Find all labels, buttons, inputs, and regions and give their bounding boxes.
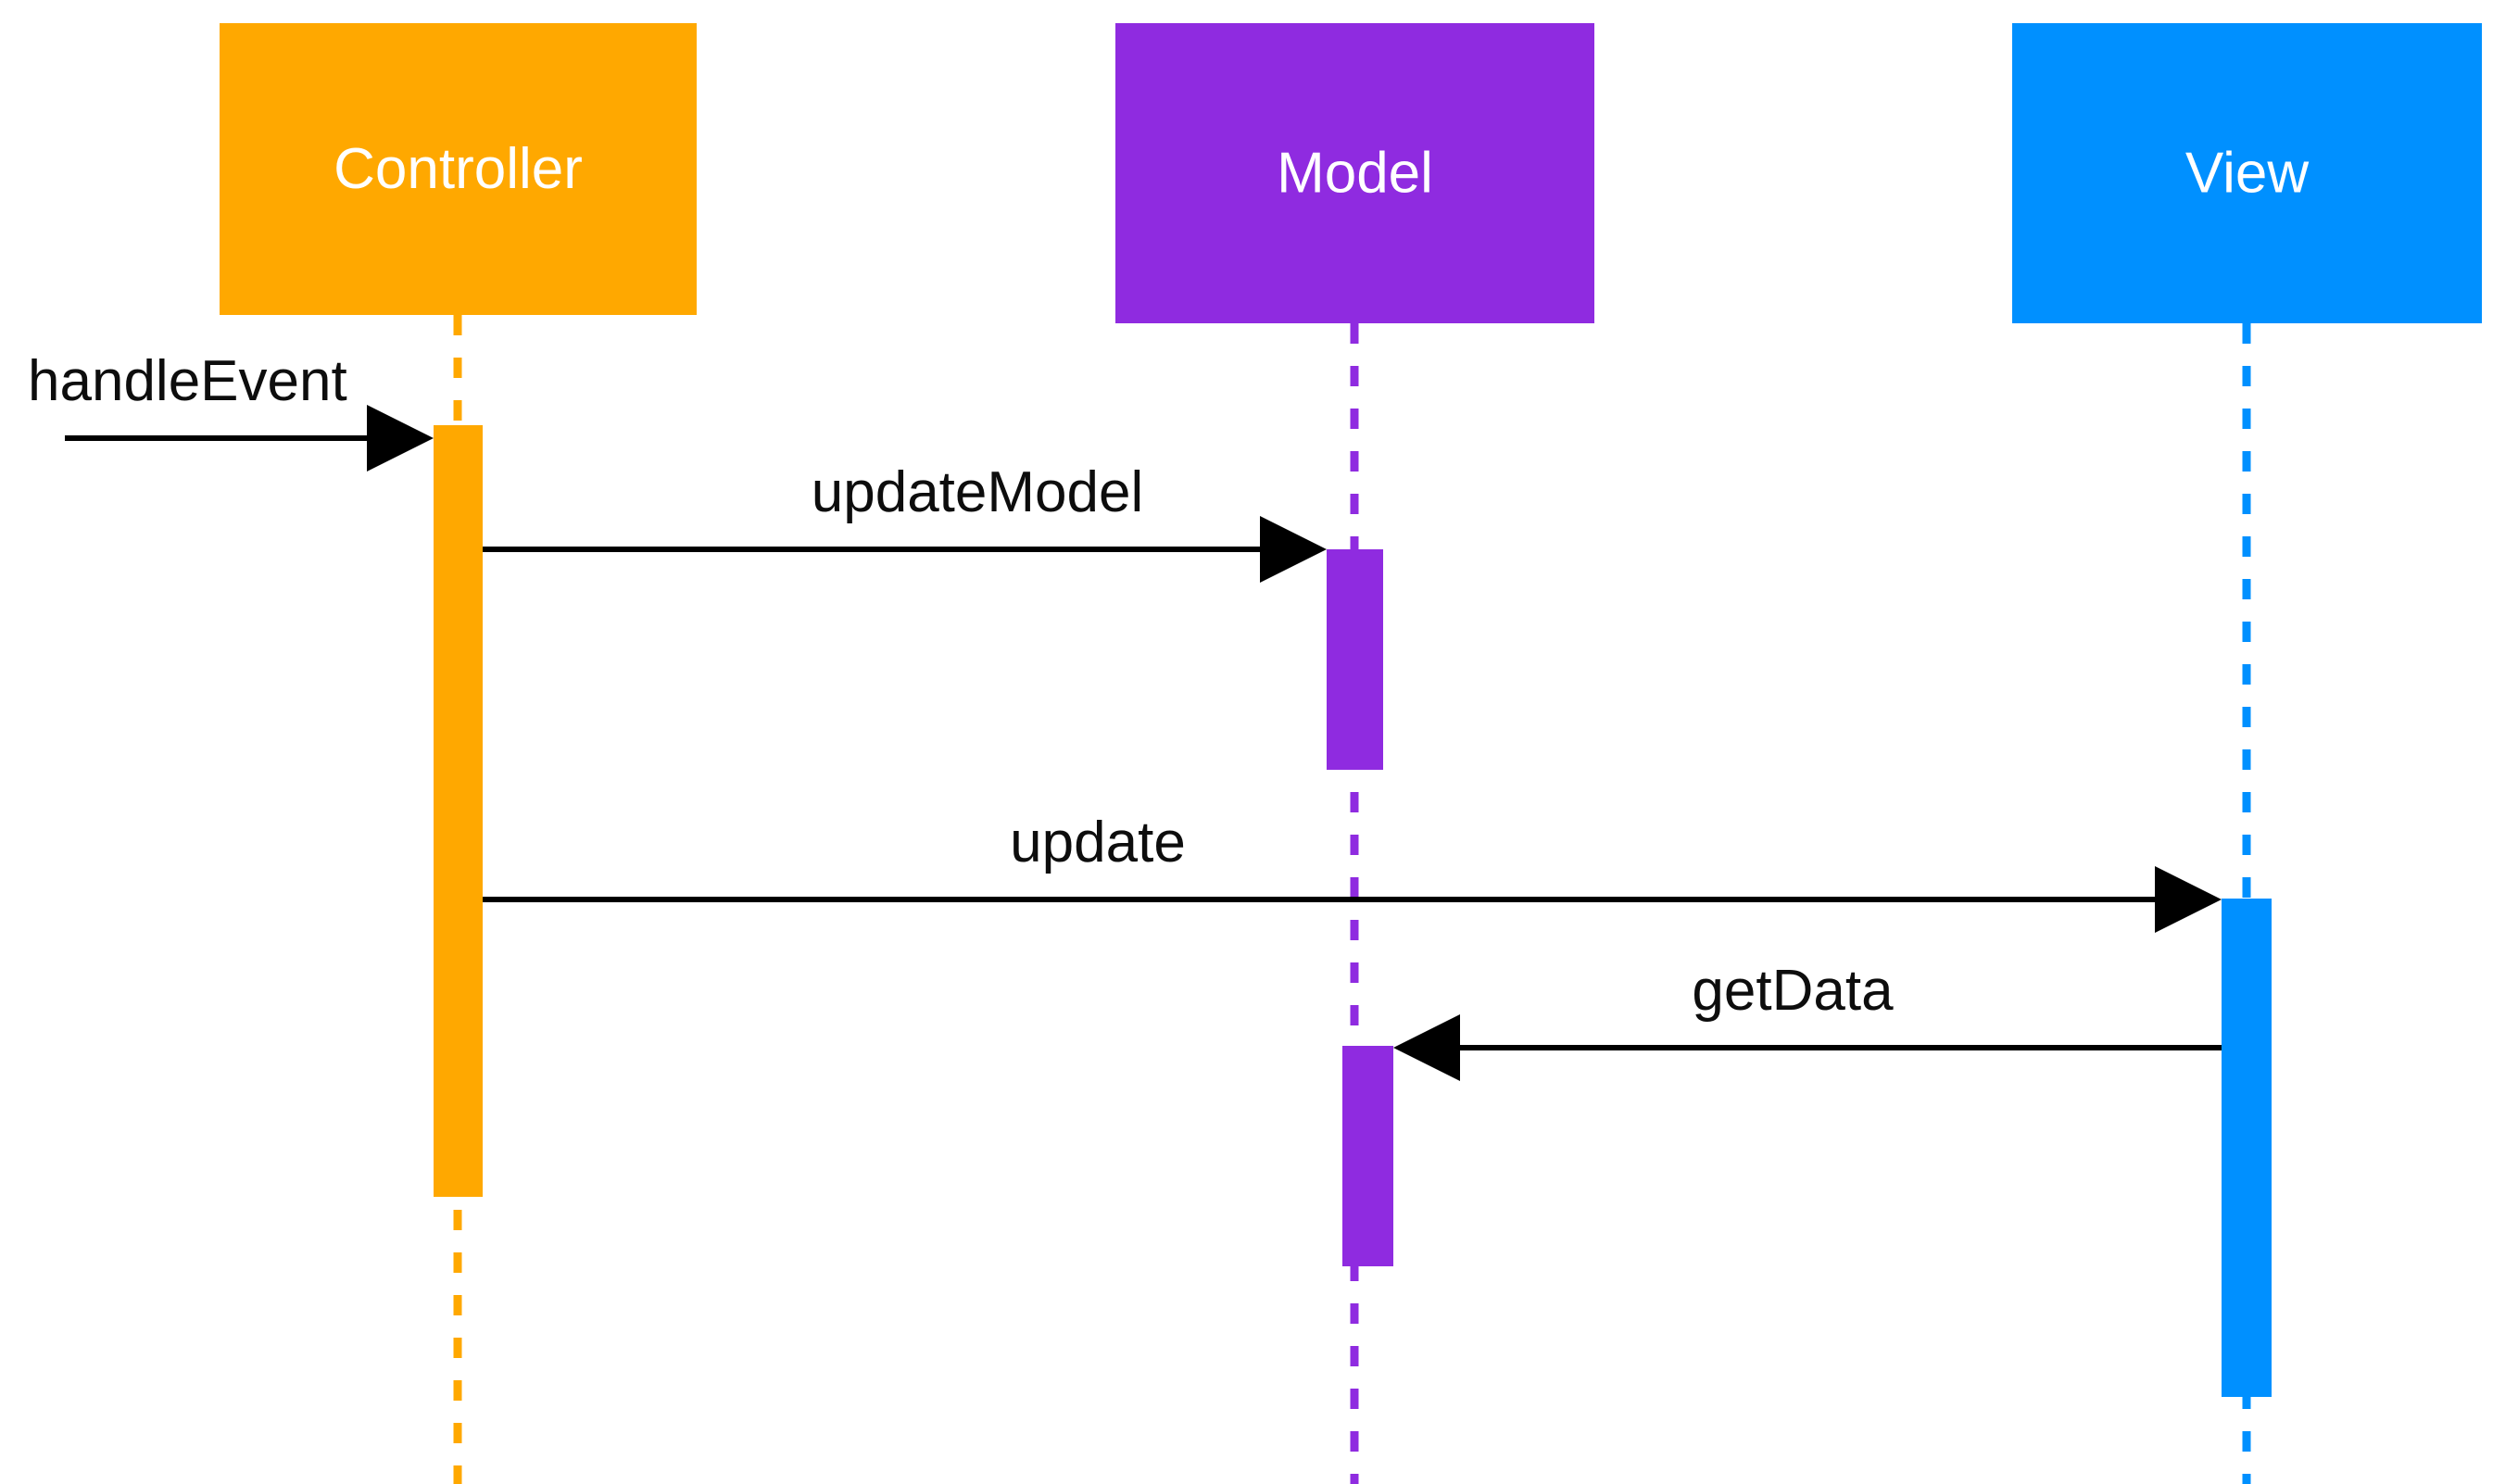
participant-label-view: View xyxy=(2185,141,2309,205)
message-handle-event[interactable]: handleEvent xyxy=(28,349,434,472)
message-update-model[interactable]: updateModel xyxy=(483,460,1327,583)
participant-box-view[interactable] xyxy=(2012,23,2482,323)
message-arrowhead-get-data xyxy=(1393,1014,1460,1081)
message-label-update-model: updateModel xyxy=(812,460,1144,524)
message-label-handle-event: handleEvent xyxy=(28,349,347,413)
message-update[interactable]: update xyxy=(483,811,2222,933)
message-arrowhead-handle-event xyxy=(367,405,434,472)
message-arrowhead-update-model xyxy=(1260,516,1327,583)
participant-controller[interactable]: Controller xyxy=(220,23,697,315)
activation-bars-group xyxy=(434,425,2272,1397)
message-get-data[interactable]: getData xyxy=(1393,959,2222,1081)
activation-bar-controller xyxy=(434,425,483,1197)
participant-label-model: Model xyxy=(1277,141,1433,205)
participant-box-model[interactable] xyxy=(1115,23,1594,323)
participant-view[interactable]: View xyxy=(2012,23,2482,323)
activation-bar-model-second xyxy=(1342,1046,1393,1266)
participant-label-controller: Controller xyxy=(334,137,583,201)
message-label-get-data: getData xyxy=(1692,959,1894,1023)
participant-box-controller[interactable] xyxy=(220,23,697,315)
activation-bar-model-first xyxy=(1327,549,1383,770)
participant-model[interactable]: Model xyxy=(1115,23,1594,323)
activation-bar-view xyxy=(2222,899,2272,1397)
message-label-update: update xyxy=(1010,811,1186,874)
message-arrowhead-update xyxy=(2155,866,2222,933)
